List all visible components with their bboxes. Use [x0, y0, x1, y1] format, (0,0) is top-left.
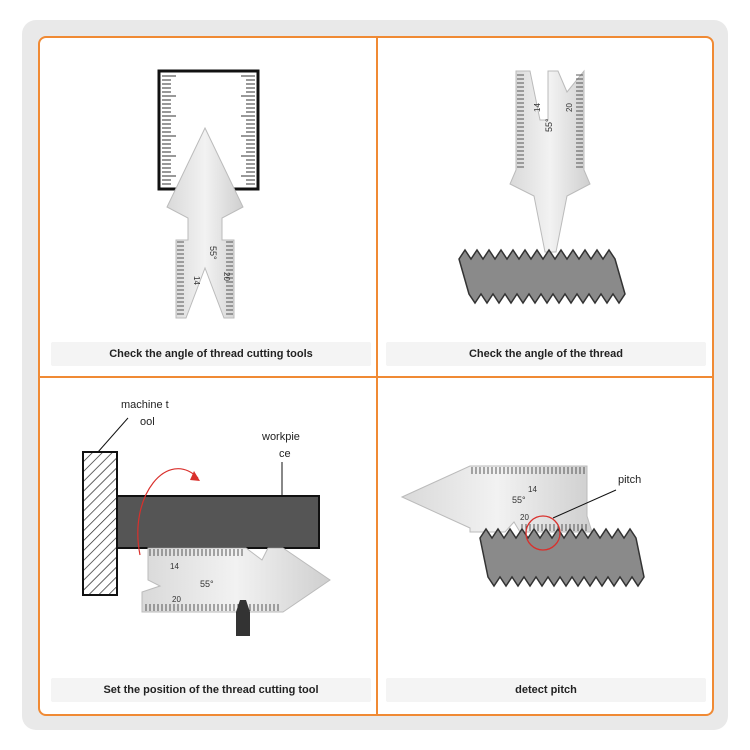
- workpiece-label-line2: ce: [279, 448, 291, 460]
- gauge-1-scale-a: 14: [192, 276, 201, 285]
- panel-2-illustration: 55° 14 20: [458, 69, 626, 305]
- panel-1-illustration: 55° 14 20: [157, 69, 260, 319]
- gauge-3-scale-b: 20: [172, 595, 181, 604]
- panel-1-caption: Check the angle of thread cutting tools: [51, 342, 371, 366]
- gauge-1-scale-b: 20: [222, 272, 231, 281]
- panel-4-illustration: 55° 14 20: [400, 465, 645, 588]
- workpiece-label-line1: workpie: [262, 431, 300, 443]
- gauge-2-scale-b: 20: [565, 103, 574, 112]
- gauge-2-scale-a: 14: [533, 103, 542, 112]
- gauge-4-angle-mark: 55°: [512, 495, 526, 505]
- gauge-2: [509, 69, 591, 253]
- gauge-1-ticks: [177, 241, 233, 315]
- panel-3-illustration: 55° 14 20: [82, 417, 331, 636]
- panel-2-caption: Check the angle of the thread: [386, 342, 706, 366]
- workpiece-bar: [116, 495, 320, 549]
- gauge-3: [141, 547, 331, 613]
- rotation-arrowhead: [190, 471, 200, 481]
- gauge-2-ticks: [517, 74, 583, 168]
- gauge-2-angle-mark: 55°: [544, 118, 554, 132]
- gauge-4: [400, 465, 593, 533]
- threaded-rod-4: [479, 527, 645, 588]
- pitch-leader-line: [552, 489, 617, 519]
- rotation-arrow: [137, 468, 199, 556]
- tool-leader-line: [97, 417, 129, 453]
- threaded-rod-2: [458, 248, 626, 305]
- pitch-highlight-circle: [525, 515, 561, 551]
- gauge-4-ticks: [471, 467, 587, 531]
- gauge-3-angle-mark: 55°: [200, 579, 214, 589]
- panel-4-caption: detect pitch: [386, 678, 706, 702]
- machine-tool-block: [82, 451, 118, 596]
- gauge-1: [166, 126, 244, 319]
- gauge-4-scale-a: 14: [528, 485, 537, 494]
- grid-divider-horizontal: [38, 376, 714, 378]
- gauge-3-scale-a: 14: [170, 562, 179, 571]
- machine-tool-label-line1: machine t: [121, 399, 169, 411]
- panel-3-caption: Set the position of the thread cutting t…: [51, 678, 371, 702]
- pitch-label: pitch: [618, 474, 642, 486]
- gauge-3-ticks: [145, 549, 279, 611]
- cutting-tool-bit: [236, 600, 250, 636]
- tool-holder-ticks: [162, 75, 255, 185]
- gauge-1-angle-mark: 55°: [208, 246, 218, 260]
- machine-tool-label-line2: ool: [140, 416, 155, 428]
- gauge-4-scale-b: 20: [520, 513, 529, 522]
